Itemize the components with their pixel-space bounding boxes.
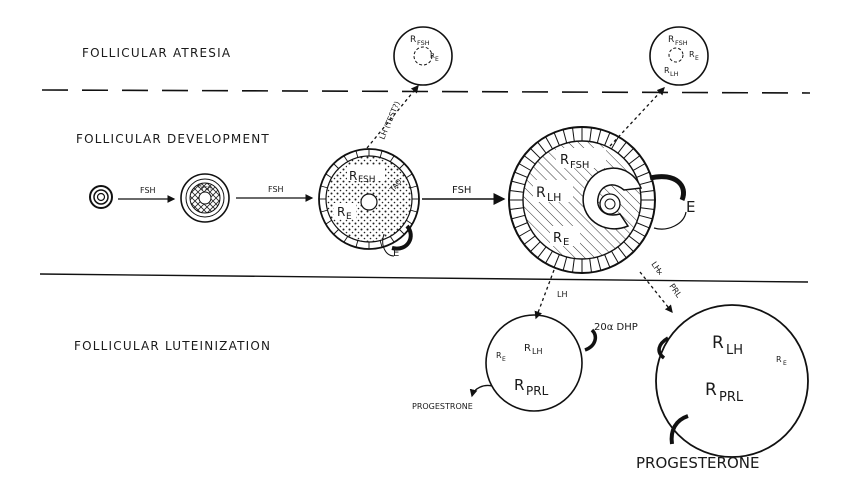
atresia-divider (41, 89, 811, 94)
lh-test-label: LH (TEST?) (378, 100, 402, 141)
secondary-receptor-fsh: FSH (358, 175, 376, 185)
atretic1-fsh: FSH (417, 39, 430, 47)
atresia-arrow-2 (609, 87, 665, 147)
progesterone-arrow-large (669, 414, 689, 445)
primary-follicle: R FSH (180, 173, 230, 223)
cl-large-r2: R (776, 355, 782, 364)
progestrone-label: PROGESTRONE (412, 402, 473, 411)
estrogen-label-small: E (393, 248, 399, 259)
atretic2-r3: R (664, 66, 670, 75)
antral-follicle: R FSH R LH R E (508, 126, 656, 274)
fsh-label-1: FSH (140, 186, 156, 195)
cl-large-r1: R (712, 333, 724, 353)
atretic2-r2: R (689, 50, 695, 59)
section-label-development: FOLLICULAR DEVELOPMENT (76, 132, 270, 146)
primary-receptor-fsh: FSH (202, 186, 212, 192)
lh-prl-label-prl: PRL (667, 282, 683, 300)
atretic2-r1: R (668, 35, 674, 45)
primordial-follicle (89, 185, 113, 209)
atretic1-e: E (435, 56, 439, 63)
atretic1-r1: R (410, 35, 416, 45)
corpus-luteum-small: R E R LH R PRL (485, 314, 583, 412)
corpus-luteum-large: R LH R E R PRL (655, 304, 809, 458)
cl-small-r1: R (496, 351, 502, 360)
cl-large-lh: LH (726, 343, 743, 358)
atretic1-r2: R (430, 52, 435, 60)
secondary-receptor-e: E (346, 212, 352, 222)
cl-large-prl: PRL (719, 390, 744, 405)
cl-large-r3: R (705, 380, 717, 400)
cl-small-lh: LH (532, 347, 542, 356)
atretic-follicle-1: R FSH R E (393, 26, 453, 86)
section-label-luteinization: FOLLICULAR LUTEINIZATION (74, 339, 271, 353)
antral-r1: R (560, 153, 569, 168)
estrogen-label-large: E (686, 198, 695, 216)
lh-down-label: LH (557, 290, 567, 299)
lh-prl-label-plus: + (656, 268, 663, 277)
section-label-atresia: FOLLICULAR ATRESIA (82, 46, 231, 60)
luteinization-divider (39, 273, 809, 283)
cl-small-r3: R (514, 376, 524, 394)
antral-fsh: FSH (570, 160, 589, 171)
cl-small-e: E (502, 356, 506, 363)
antral-lh: LH (547, 191, 561, 204)
fsh-label-3: FSH (452, 185, 471, 196)
estrogen-arrow-large (649, 174, 686, 201)
cl-small-r2: R (524, 343, 531, 354)
progesterone-label: PROGESTERONE (636, 454, 759, 472)
cl-small-prl: PRL (526, 384, 549, 398)
antral-r3: R (553, 231, 562, 246)
lh-prl-arrow (639, 271, 673, 314)
atretic2-e: E (695, 55, 699, 62)
atretic2-lh: LH (670, 70, 679, 78)
secondary-follicle: R FSH R E TAO (318, 148, 420, 250)
dhp-arrow-large (657, 336, 669, 360)
cl-large-e: E (783, 360, 787, 367)
antral-r2: R (536, 185, 546, 201)
fsh-label-2: FSH (268, 185, 284, 194)
estrogen-arrow-small (391, 224, 413, 251)
lh-test-arrow (366, 84, 419, 149)
antral-e: E (563, 237, 569, 248)
dhp-label: 20α DHP (594, 322, 638, 333)
primary-receptor-r: R (198, 183, 202, 190)
dhp-arrow-small (584, 328, 598, 352)
atretic-follicle-2: R FSH R E R LH (649, 26, 709, 86)
atretic2-fsh: FSH (675, 39, 688, 47)
secondary-receptor-r2: R (337, 205, 345, 219)
secondary-receptor-r1: R (349, 169, 357, 183)
progestrone-arrow-small (469, 384, 493, 398)
lh-down-arrow (534, 269, 555, 320)
